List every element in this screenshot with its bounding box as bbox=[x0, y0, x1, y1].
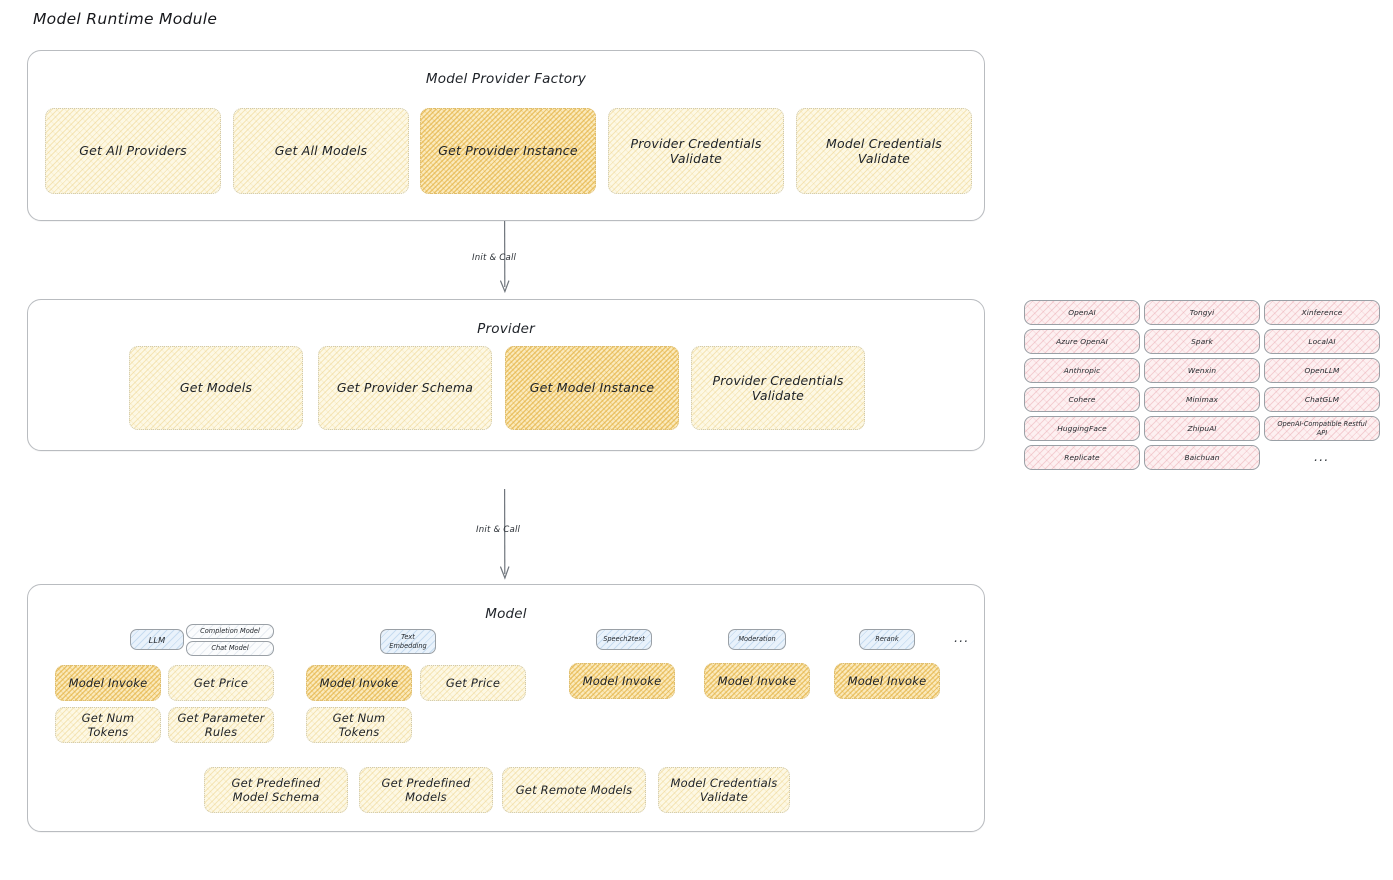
model-types-ellipsis: ... bbox=[954, 631, 970, 646]
provider-chip-chatglm[interactable]: ChatGLM bbox=[1264, 387, 1380, 412]
provider-chip-openai-compatible-restful-api[interactable]: OpenAI-Compatible Restful API bbox=[1264, 416, 1380, 441]
model-type-llm[interactable]: LLM bbox=[130, 629, 184, 650]
provider-title: Provider bbox=[477, 321, 535, 337]
provider-chip-azure-openai[interactable]: Azure OpenAI bbox=[1024, 329, 1140, 354]
llm-method-get-parameter-rules[interactable]: Get Parameter Rules bbox=[168, 707, 274, 743]
model-provider-factory-panel: Model Provider Factory Get All Providers… bbox=[27, 50, 985, 221]
provider-chip-xinference[interactable]: Xinference bbox=[1264, 300, 1380, 325]
provider-chip-anthropic[interactable]: Anthropic bbox=[1024, 358, 1140, 383]
model-subtype-chat-model[interactable]: Chat Model bbox=[186, 641, 274, 656]
model-method-get-predefined-model-schema[interactable]: Get Predefined Model Schema bbox=[204, 767, 348, 813]
connector-label-init-call-2: Init & Call bbox=[476, 525, 521, 535]
rerank-method-model-invoke[interactable]: Model Invoke bbox=[834, 663, 940, 699]
model-method-get-remote-models[interactable]: Get Remote Models bbox=[502, 767, 646, 813]
provider-chip-openai[interactable]: OpenAI bbox=[1024, 300, 1140, 325]
provider-chip-zhipuai[interactable]: ZhipuAI bbox=[1144, 416, 1260, 441]
model-type-moderation[interactable]: Moderation bbox=[728, 629, 786, 650]
text-embedding-method-get-price[interactable]: Get Price bbox=[420, 665, 526, 701]
model-panel: Model LLM Completion Model Chat Model Mo… bbox=[27, 584, 1004, 849]
connector-factory-to-provider bbox=[498, 220, 512, 299]
model-type-text-embedding[interactable]: Text Embedding bbox=[380, 629, 436, 654]
provider-chip-openllm[interactable]: OpenLLM bbox=[1264, 358, 1380, 383]
provider-chip-spark[interactable]: Spark bbox=[1144, 329, 1260, 354]
factory-method-get-provider-instance[interactable]: Get Provider Instance bbox=[420, 108, 596, 194]
llm-method-get-num-tokens[interactable]: Get Num Tokens bbox=[55, 707, 161, 743]
connector-provider-to-model bbox=[498, 488, 512, 585]
llm-method-model-invoke[interactable]: Model Invoke bbox=[55, 665, 161, 701]
model-subtype-completion-model[interactable]: Completion Model bbox=[186, 624, 274, 639]
provider-chip-localai[interactable]: LocalAI bbox=[1264, 329, 1380, 354]
provider-method-provider-credentials-validate[interactable]: Provider Credentials Validate bbox=[691, 346, 865, 430]
llm-method-get-price[interactable]: Get Price bbox=[168, 665, 274, 701]
model-method-model-credentials-validate[interactable]: Model Credentials Validate bbox=[658, 767, 790, 813]
provider-chip-replicate[interactable]: Replicate bbox=[1024, 445, 1140, 470]
provider-list-ellipsis: ... bbox=[1314, 450, 1330, 465]
model-method-get-predefined-models[interactable]: Get Predefined Models bbox=[359, 767, 493, 813]
provider-chip-huggingface[interactable]: HuggingFace bbox=[1024, 416, 1140, 441]
page-title: Model Runtime Module bbox=[33, 10, 218, 28]
factory-method-model-credentials-validate[interactable]: Model Credentials Validate bbox=[796, 108, 972, 194]
provider-panel: Provider Get Models Get Provider Schema … bbox=[27, 299, 1004, 468]
provider-method-get-provider-schema[interactable]: Get Provider Schema bbox=[318, 346, 492, 430]
connector-label-init-call-1: Init & Call bbox=[472, 253, 517, 263]
factory-method-provider-credentials-validate[interactable]: Provider Credentials Validate bbox=[608, 108, 784, 194]
speech2text-method-model-invoke[interactable]: Model Invoke bbox=[569, 663, 675, 699]
factory-method-get-all-providers[interactable]: Get All Providers bbox=[45, 108, 221, 194]
factory-title: Model Provider Factory bbox=[425, 71, 587, 87]
provider-chip-baichuan[interactable]: Baichuan bbox=[1144, 445, 1260, 470]
provider-method-get-model-instance[interactable]: Get Model Instance bbox=[505, 346, 679, 430]
provider-chip-tongyi[interactable]: Tongyi bbox=[1144, 300, 1260, 325]
arrow-down-icon bbox=[500, 488, 510, 580]
provider-chip-cohere[interactable]: Cohere bbox=[1024, 387, 1140, 412]
arrow-down-icon bbox=[500, 220, 510, 294]
provider-method-get-models[interactable]: Get Models bbox=[129, 346, 303, 430]
text-embedding-method-model-invoke[interactable]: Model Invoke bbox=[306, 665, 412, 701]
model-type-rerank[interactable]: Rerank bbox=[859, 629, 915, 650]
provider-list: OpenAI Azure OpenAI Anthropic Cohere Hug… bbox=[1024, 300, 1380, 472]
provider-chip-wenxin[interactable]: Wenxin bbox=[1144, 358, 1260, 383]
provider-chip-minimax[interactable]: Minimax bbox=[1144, 387, 1260, 412]
factory-method-get-all-models[interactable]: Get All Models bbox=[233, 108, 409, 194]
moderation-method-model-invoke[interactable]: Model Invoke bbox=[704, 663, 810, 699]
model-title: Model bbox=[485, 606, 527, 622]
text-embedding-method-get-num-tokens[interactable]: Get Num Tokens bbox=[306, 707, 412, 743]
model-type-speech2text[interactable]: Speech2text bbox=[596, 629, 652, 650]
